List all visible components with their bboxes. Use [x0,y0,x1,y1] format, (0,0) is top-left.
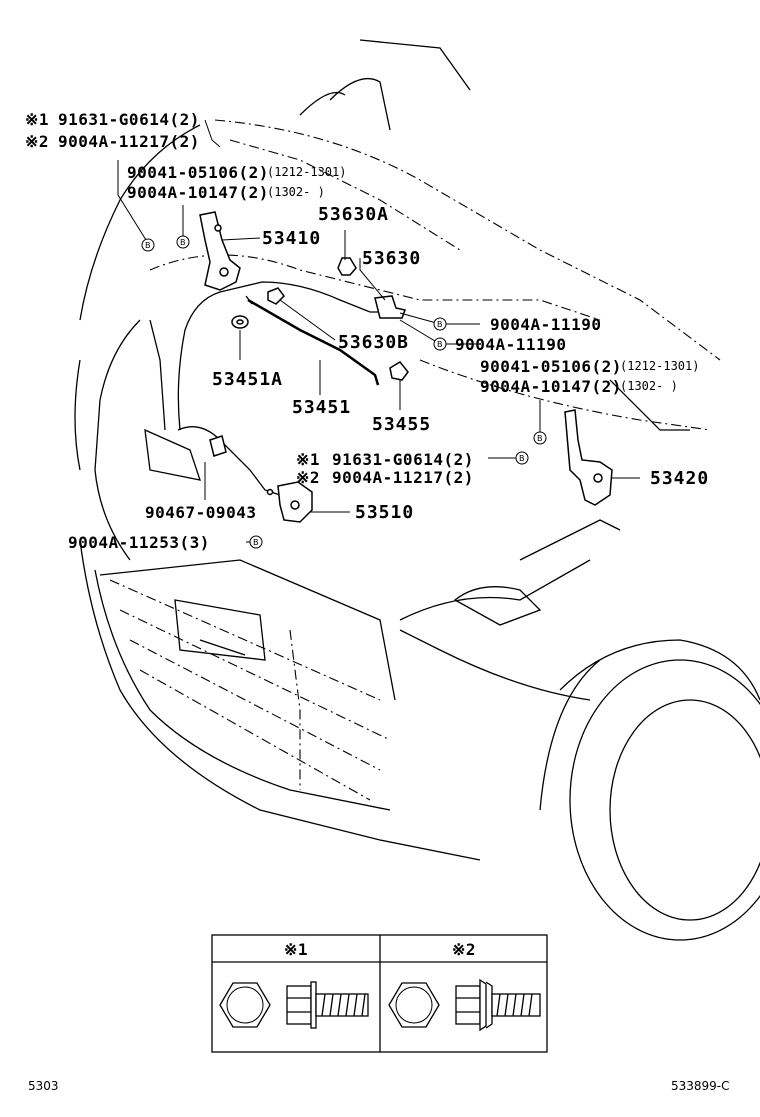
bolt-with-conical-washer-icon [388,978,541,1032]
hood-hinge-right [564,409,613,506]
note1b-marker: ※1 [296,450,320,469]
cushion-53630a-label: 53630A [318,204,389,225]
footer-right-code: 533899-C [671,1079,730,1093]
lock-bolt-label: 9004A-11253(3) [68,533,210,552]
bolt-marker: B [515,451,529,465]
bracket-53630-label: 53630 [362,248,421,269]
bolt-marker: B [249,535,263,549]
bolt-markers: B B B B B B B [141,235,547,549]
part-labels: ※1 91631-G0614(2) ※2 9004A-11217(2) 9004… [25,110,709,552]
hinge-left-label: 53410 [262,228,321,249]
hood-support-rod [245,295,380,386]
legend-col1-header: ※1 [284,940,308,959]
hinge-left-bolt2-label: 9004A-10147(2) [127,183,269,202]
svg-text:B: B [537,434,543,443]
hinge-right-bolt2-range: (1302- ) [620,379,678,393]
svg-text:B: B [437,340,443,349]
release-cable [177,281,390,496]
svg-text:B: B [180,238,186,247]
grommet-53451a-label: 53451A [212,369,283,390]
clip-90467-label: 90467-09043 [145,503,256,522]
small-parts [209,257,409,523]
hinge-right-label: 53420 [650,468,709,489]
support-rod-label: 53451 [292,397,351,418]
hinge-left-bolt1-label: 90041-05106(2) [127,163,269,182]
svg-text:B: B [437,320,443,329]
note1-marker: ※1 [25,110,49,129]
clip-53630b-label: 53630B [338,332,409,353]
svg-text:B: B [253,538,259,547]
hinge-left-bolt1-range: (1212-1301) [267,165,346,179]
hood-lock-label: 53510 [355,502,414,523]
note2-marker: ※2 [25,132,49,151]
bolt-marker: B [533,431,547,445]
bolt-marker: B [433,337,447,351]
svg-text:B: B [519,454,525,463]
car-body-outline [74,39,760,941]
bolt-11190-b-label: 9004A-11190 [455,335,566,354]
leader-lines [117,119,640,543]
hinge-right-bolt1-label: 90041-05106(2) [480,357,622,376]
bolt-legend-table: ※1 ※2 [211,934,548,1053]
note1b-part-number: 91631-G0614(2) [332,450,474,469]
svg-text:B: B [145,241,151,250]
legend-col2-header: ※2 [452,940,476,959]
bolt-marker: B [433,317,447,331]
hood-hinge-left [199,211,241,291]
note1-part-number: 91631-G0614(2) [58,110,200,129]
bolt-marker: B [176,235,190,249]
holder-53455-label: 53455 [372,414,431,435]
note2-part-number: 9004A-11217(2) [58,132,200,151]
note2b-marker: ※2 [296,468,320,487]
hinge-right-bolt1-range: (1212-1301) [620,359,699,373]
bolt-11190-a-label: 9004A-11190 [490,315,601,334]
hinge-right-bolt2-label: 9004A-10147(2) [480,377,622,396]
note2b-part-number: 9004A-11217(2) [332,468,474,487]
hinge-left-bolt2-range: (1302- ) [267,185,325,199]
footer-left-code: 5303 [28,1079,59,1093]
bolt-with-washer-icon [219,981,369,1029]
bolt-marker: B [141,238,155,252]
